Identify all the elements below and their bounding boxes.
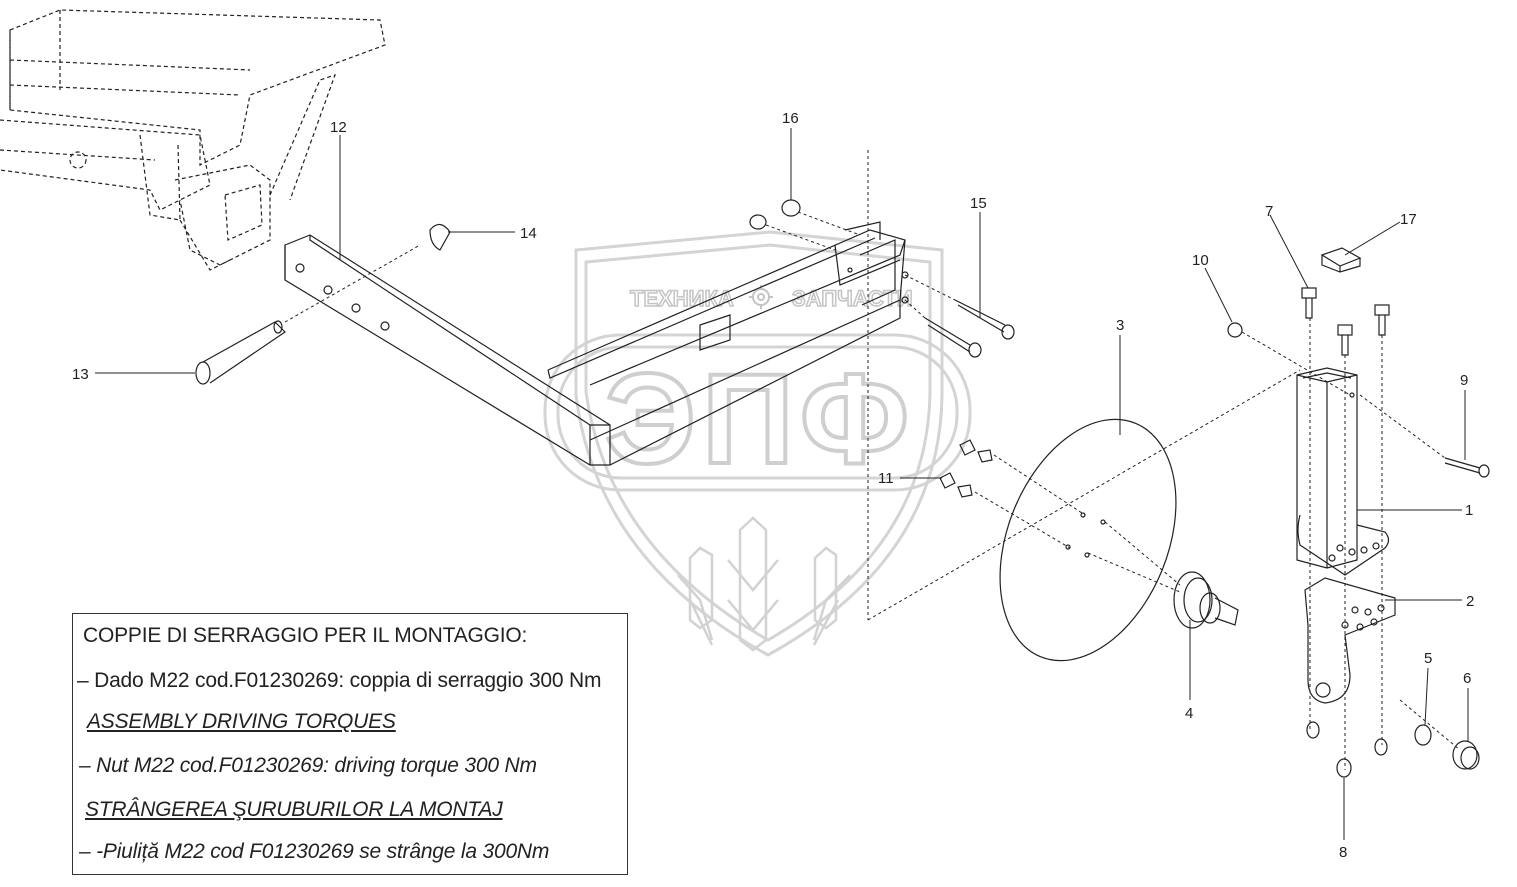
part-11-bolts <box>939 439 993 498</box>
gear-icon <box>749 285 773 309</box>
callout-labels: 1 2 3 4 5 6 7 8 9 10 11 12 13 14 15 16 1… <box>72 110 1474 861</box>
part-1-standard <box>1296 367 1390 576</box>
leader-lines <box>95 128 1469 840</box>
part-3-disc <box>999 418 1177 662</box>
wheat-icon <box>677 516 851 652</box>
callout-10: 10 <box>1192 252 1209 269</box>
callout-15: 15 <box>970 195 987 212</box>
part-14-clip <box>429 223 451 251</box>
callout-2: 2 <box>1466 593 1474 610</box>
note-en-line: – Nut M22 cod.F01230269: driving torque … <box>79 754 537 777</box>
watermark-text-left: ТЕХНИКА <box>630 286 734 311</box>
part-16-nuts <box>749 199 801 230</box>
part-17-cap <box>1320 247 1362 273</box>
callout-17: 17 <box>1400 211 1417 228</box>
assembly-dashed-lines <box>284 150 1461 770</box>
part-15-bolts <box>924 299 1015 358</box>
note-ro-title: STRÂNGEREA ŞURUBURILOR LA MONTAJ <box>85 798 503 821</box>
part-8-nuts <box>1306 721 1388 778</box>
callout-7: 7 <box>1265 203 1273 220</box>
callout-16: 16 <box>782 110 799 127</box>
part-10-nut <box>1227 322 1243 338</box>
callout-3: 3 <box>1116 317 1124 334</box>
callout-5: 5 <box>1424 650 1432 667</box>
note-it-title: COPPIE DI SERRAGGIO PER IL MONTAGGIO: <box>83 624 528 647</box>
note-it-line: – Dado M22 cod.F01230269: coppia di serr… <box>77 669 602 692</box>
callout-13: 13 <box>72 366 89 383</box>
callout-9: 9 <box>1460 372 1468 389</box>
part-13-pin <box>195 320 286 385</box>
callout-8: 8 <box>1339 844 1347 861</box>
watermark-shield-inner <box>584 243 932 642</box>
callout-11: 11 <box>878 470 894 487</box>
arm-frame <box>547 221 909 466</box>
part-4-hub <box>1173 571 1239 629</box>
watermark-logo <box>543 230 972 657</box>
part-2-plate <box>1304 577 1396 704</box>
callout-1: 1 <box>1465 502 1473 519</box>
note-ro-line: – -Piuliță M22 cod F01230269 se strânge … <box>79 840 550 863</box>
watermark-text-right: ЗАПЧАСТИ <box>792 286 913 311</box>
callout-4: 4 <box>1185 705 1193 722</box>
watermark-big-text: ЭПФ <box>605 348 915 491</box>
drawing-lines <box>0 9 1490 778</box>
note-en-title: ASSEMBLY DRIVING TORQUES <box>87 710 396 733</box>
tractor-frame-phantom <box>0 9 386 271</box>
watermark-text-row: ТЕХНИКА ЗАПЧАСТИ <box>629 285 913 312</box>
part-9-bolt <box>1444 457 1490 478</box>
torque-notes-box: COPPIE DI SERRAGGIO PER IL MONTAGGIO: – … <box>72 613 628 875</box>
watermark-banner-inner <box>556 345 959 480</box>
part-5-washer <box>1414 724 1432 746</box>
part-6-nut <box>1452 740 1480 770</box>
callout-12: 12 <box>330 119 347 136</box>
watermark-banner <box>543 333 972 492</box>
callout-6: 6 <box>1463 670 1471 687</box>
callout-14: 14 <box>520 225 537 242</box>
part-7-bolts <box>1301 287 1390 356</box>
